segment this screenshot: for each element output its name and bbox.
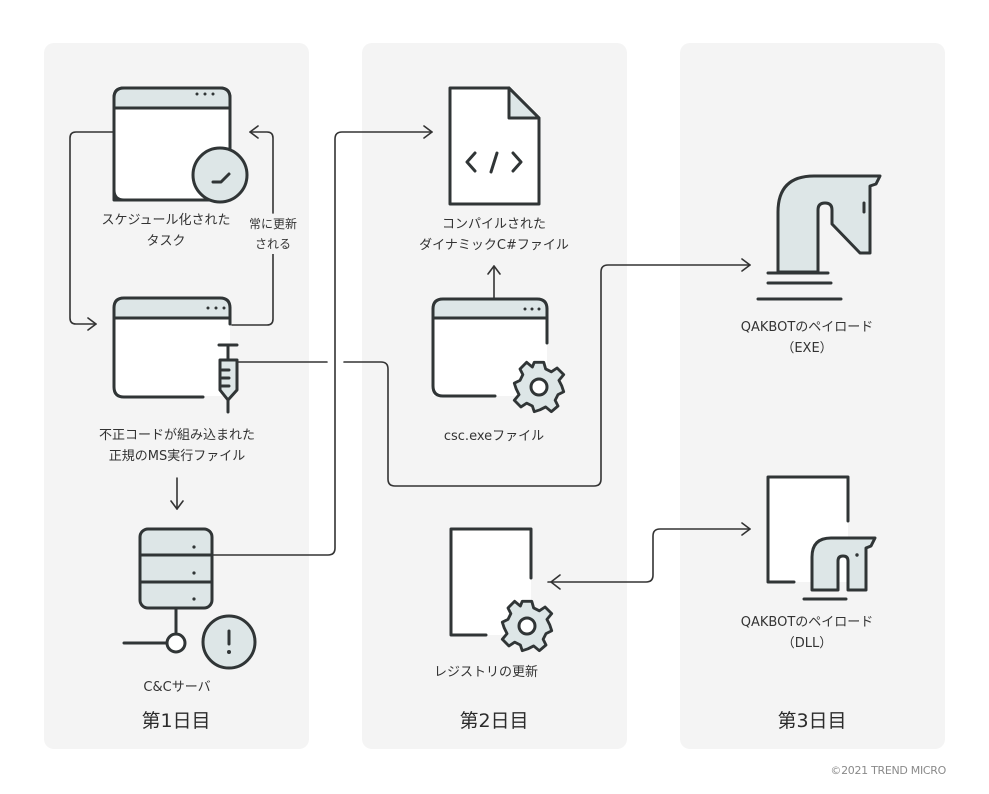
window-syringe-icon xyxy=(112,296,239,414)
scheduled-task-label-line2: タスク xyxy=(146,234,186,249)
arrow-syringe-to-exe-payload xyxy=(343,258,751,487)
csc-exe-label: csc.exeファイル xyxy=(443,429,545,444)
scheduled-task-label: スケジュール化された タスク xyxy=(101,210,230,252)
arrow-server-to-compiled xyxy=(212,125,433,556)
payload-exe-label: QAKBOTのペイロード （EXE） xyxy=(741,317,874,359)
injected-ms-exe-label: 不正コードが組み込まれた 正規のMS実行ファイル xyxy=(99,425,255,467)
trojan-horse-icon xyxy=(756,174,882,301)
connectors xyxy=(69,125,751,590)
code-file-icon xyxy=(448,86,541,206)
scheduled-task-label-line1: スケジュール化された xyxy=(101,213,231,228)
always-updated-label-line1: 常に更新 xyxy=(248,217,298,231)
day-3-panel xyxy=(680,43,945,749)
compiled-cs-label: コンパイルされた ダイナミックC#ファイル xyxy=(419,214,569,256)
payload-exe-label-line2: （EXE） xyxy=(781,341,833,356)
day-1-title: 第1日目 xyxy=(141,710,211,732)
always-updated-label: 常に更新 される xyxy=(246,214,300,254)
document-gear-icon xyxy=(449,527,554,653)
arrow-task-to-msexe xyxy=(69,131,115,331)
compiled-cs-label-line1: コンパイルされた xyxy=(441,217,546,232)
payload-exe-label-line1: QAKBOTのペイロード xyxy=(740,320,874,335)
payload-dll-label-line1: QAKBOTのペイロード xyxy=(740,615,874,630)
copyright: ©2021 TREND MICRO xyxy=(830,764,946,777)
window-clock-icon xyxy=(112,86,249,204)
day-3-title: 第3日目 xyxy=(777,710,847,732)
cc-server-label: C&Cサーバ xyxy=(143,680,211,695)
injected-ms-exe-label-line2: 正規のMS実行ファイル xyxy=(108,449,246,464)
window-gear-icon xyxy=(431,297,566,414)
registry-update-label: レジストリの更新 xyxy=(433,665,539,680)
document-trojan-horse-icon xyxy=(766,475,877,601)
payload-dll-label-line2: （DLL） xyxy=(781,636,833,651)
payload-dll-label: QAKBOTのペイロード （DLL） xyxy=(741,612,874,654)
always-updated-label-line2: される xyxy=(254,237,292,251)
arrow-head-to-registry xyxy=(550,574,561,590)
compiled-cs-label-line2: ダイナミックC#ファイル xyxy=(419,238,569,253)
arrow-msexe-to-task xyxy=(231,250,274,326)
server-alert-icon xyxy=(122,527,257,670)
injected-ms-exe-label-line1: 不正コードが組み込まれた xyxy=(98,428,256,443)
arrow-msexe-to-task-upper xyxy=(249,125,274,214)
arrow-registry-dll-bidirectional xyxy=(547,522,751,583)
day-2-title: 第2日目 xyxy=(459,710,529,732)
